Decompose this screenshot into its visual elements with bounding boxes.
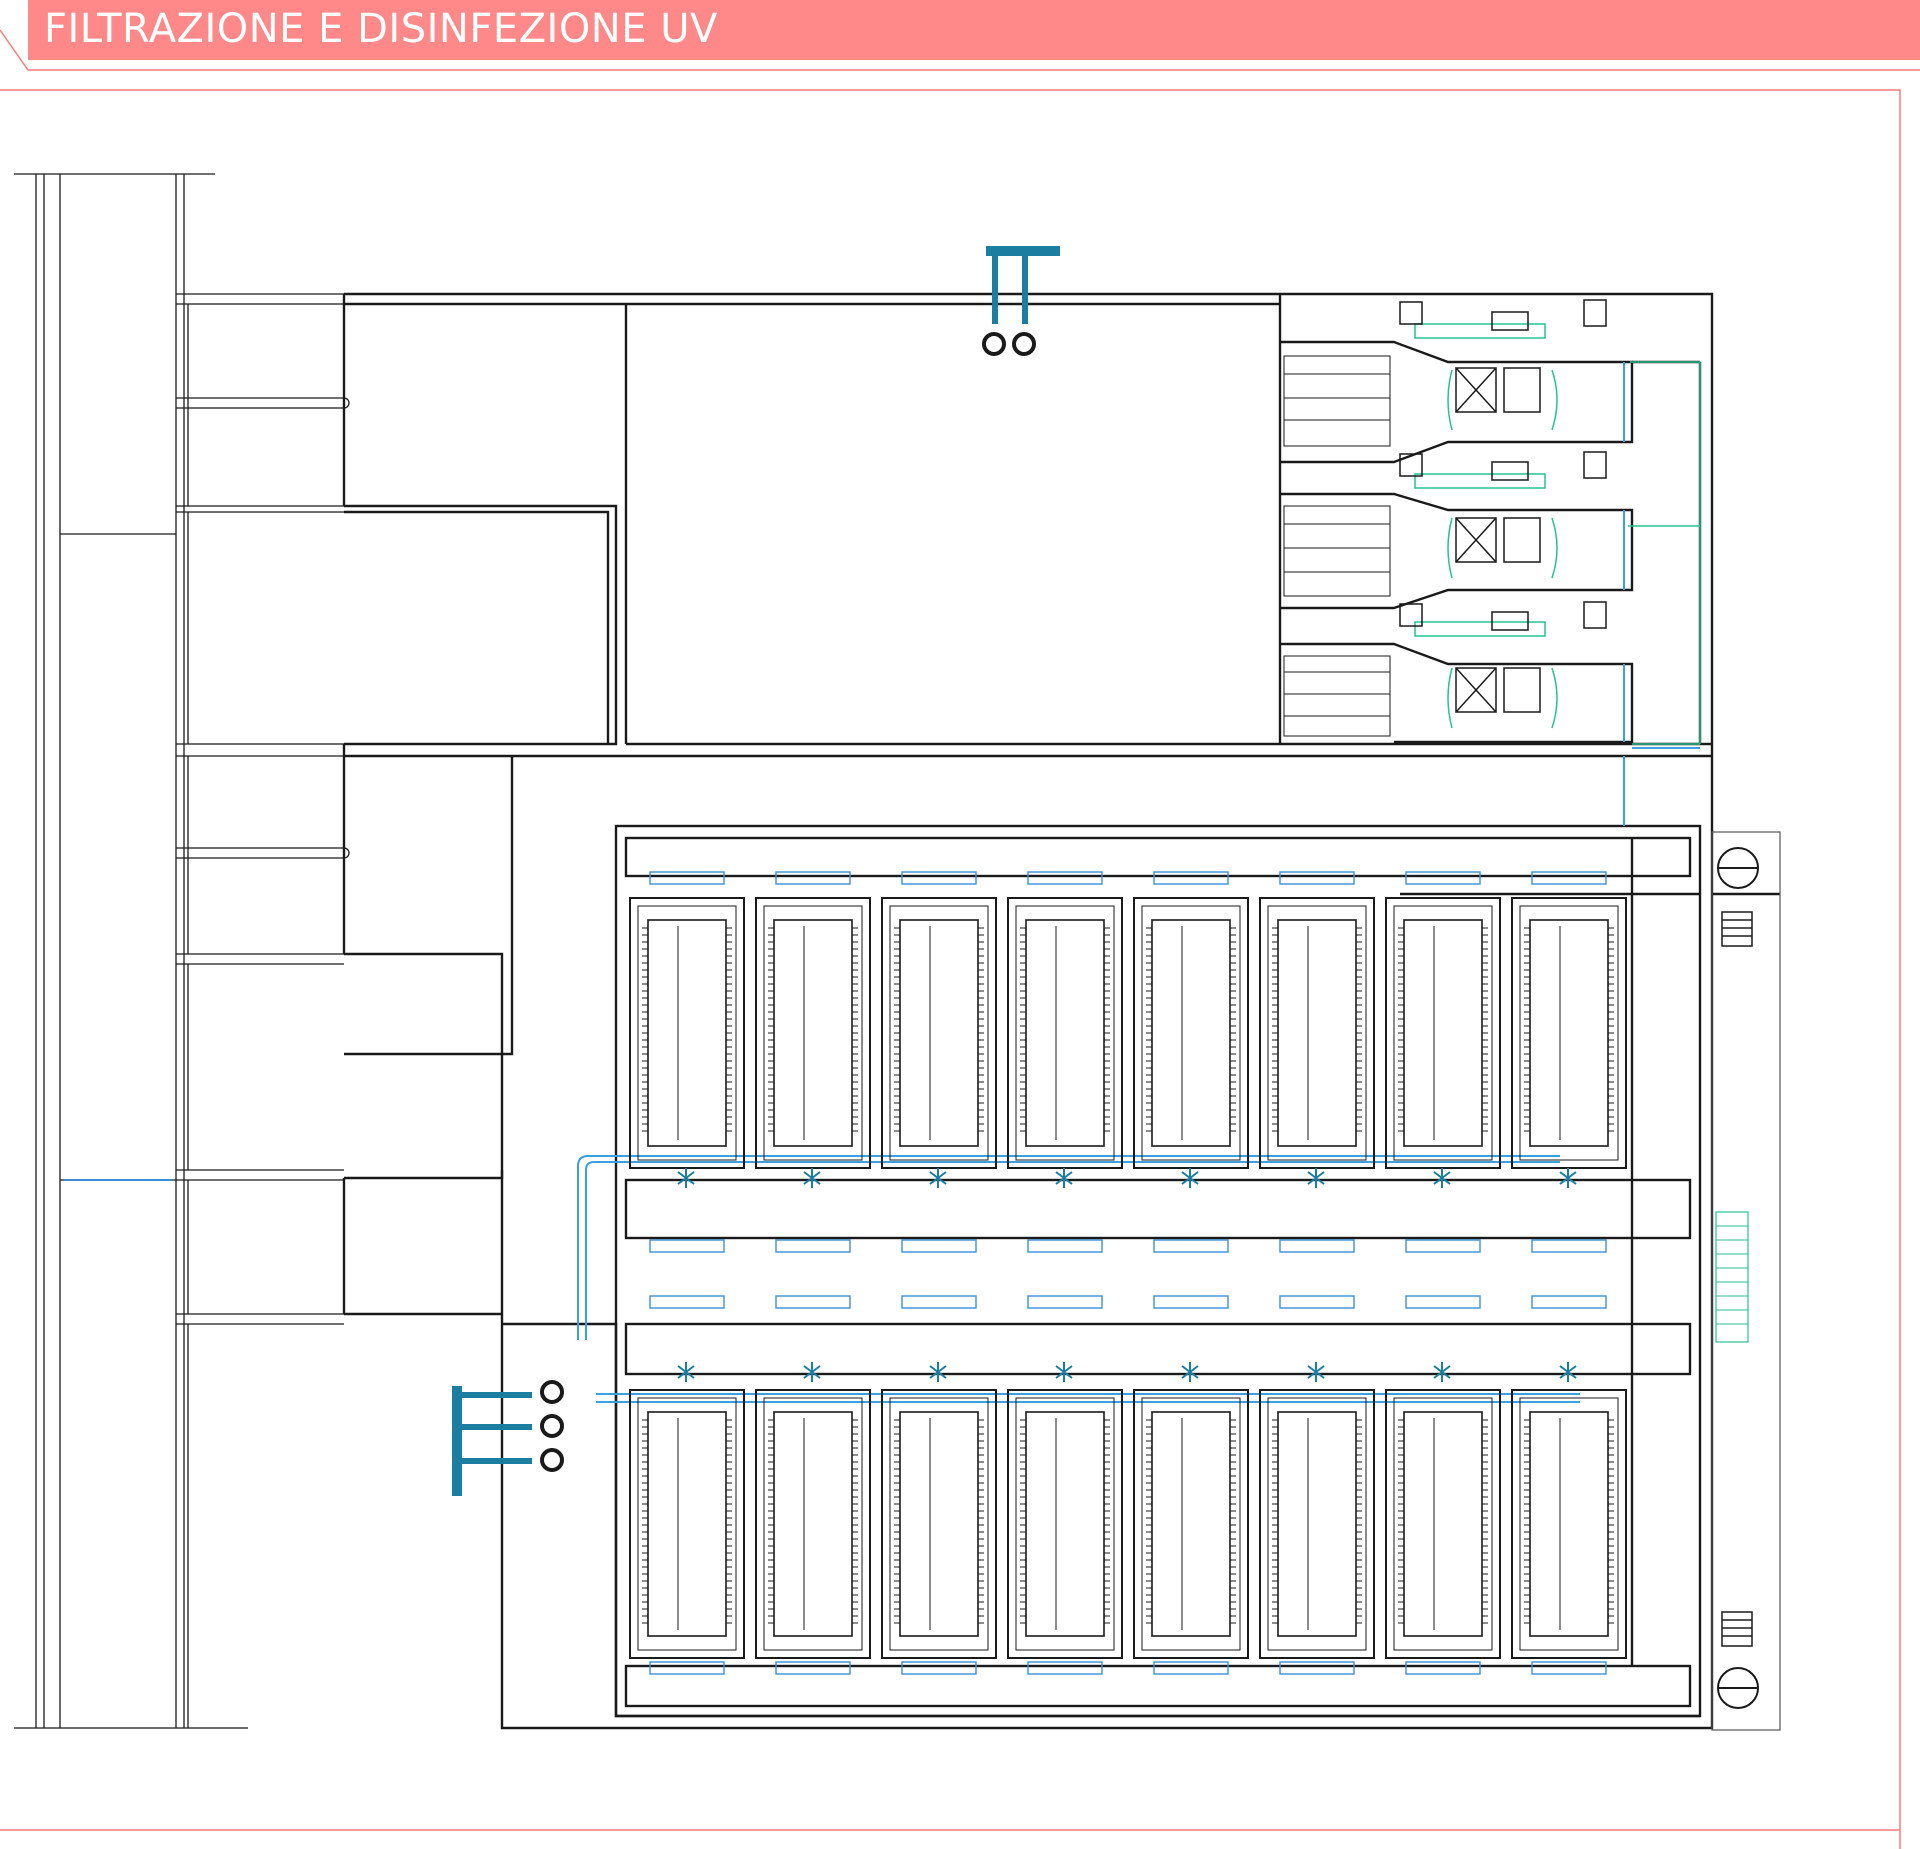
filter-modules: [629, 871, 1627, 1675]
filter-pad: [1027, 1295, 1103, 1309]
filter-unit: [1133, 1295, 1249, 1675]
filter-unit: [629, 1295, 745, 1675]
filter-unit: [1259, 1295, 1375, 1675]
filter-pad: [1531, 1239, 1607, 1253]
filter-unit: [1007, 1295, 1123, 1675]
filter-unit: [755, 871, 871, 1253]
filter-unit: [1385, 871, 1501, 1253]
stair-icon: [1721, 911, 1753, 1647]
title-bar: [28, 0, 1920, 60]
pump-icon: [540, 1414, 564, 1438]
collector-pipes: [577, 1155, 1580, 1403]
screening-room: [1280, 340, 1702, 744]
filter-pad: [1153, 871, 1229, 885]
inlet-pumps-left: [452, 1380, 564, 1496]
filter-unit: [629, 871, 745, 1253]
filter-pad: [901, 871, 977, 885]
filter-unit: [1007, 871, 1123, 1253]
screens-green: [1414, 323, 1701, 745]
filter-pad: [901, 1239, 977, 1253]
filter-pad: [1531, 1295, 1607, 1309]
filter-pad: [1027, 871, 1103, 885]
filter-pad: [1531, 871, 1607, 885]
sheet-frame: [0, 29, 1920, 1849]
filter-pad: [1027, 1239, 1103, 1253]
filter-pad: [1153, 1239, 1229, 1253]
inlet-pumps-top: [982, 246, 1060, 356]
filter-pad: [1153, 1661, 1229, 1675]
filter-pad: [1279, 871, 1355, 885]
filter-unit: [755, 1295, 871, 1675]
screen-channel-stairs: [1283, 355, 1391, 737]
filter-pad: [775, 1239, 851, 1253]
filter-unit: [881, 1295, 997, 1675]
filter-pad: [1405, 1661, 1481, 1675]
filter-unit: [1511, 871, 1627, 1253]
filter-pad: [1405, 1239, 1481, 1253]
stair-right: [1716, 1225, 1748, 1325]
filter-unit: [1385, 1295, 1501, 1675]
pump-icon: [982, 332, 1006, 356]
pump-icon: [540, 1380, 564, 1404]
channel-walls: [342, 292, 1780, 1730]
filter-pad: [1153, 1295, 1229, 1309]
filter-pad: [901, 1295, 977, 1309]
filter-pad: [649, 871, 725, 885]
filter-pad: [649, 1239, 725, 1253]
pump-icon: [540, 1448, 564, 1472]
filter-pad: [1405, 1295, 1481, 1309]
filter-pad: [1279, 1295, 1355, 1309]
filter-pad: [649, 1661, 725, 1675]
filter-pad: [901, 1661, 977, 1675]
filter-pad: [1531, 1661, 1607, 1675]
filter-unit: [1259, 871, 1375, 1253]
right-annex: [1711, 831, 1781, 1731]
pump-icon: [1012, 332, 1036, 356]
filter-pad: [1279, 1661, 1355, 1675]
manhole-icon: [1717, 847, 1759, 1709]
filter-pad: [775, 871, 851, 885]
left-building: [14, 173, 350, 1729]
filter-pad: [1405, 871, 1481, 885]
screen-pipes: [1623, 362, 1700, 826]
screen-units: [1399, 299, 1607, 713]
filter-pad: [775, 1295, 851, 1309]
filter-pad: [775, 1661, 851, 1675]
filter-unit: [881, 871, 997, 1253]
filter-unit: [1133, 871, 1249, 1253]
filter-pad: [1027, 1661, 1103, 1675]
page-title: FILTRAZIONE E DISINFEZIONE UV: [44, 6, 718, 52]
filter-unit: [1511, 1295, 1627, 1675]
filter-pad: [649, 1295, 725, 1309]
filter-pad: [1279, 1239, 1355, 1253]
